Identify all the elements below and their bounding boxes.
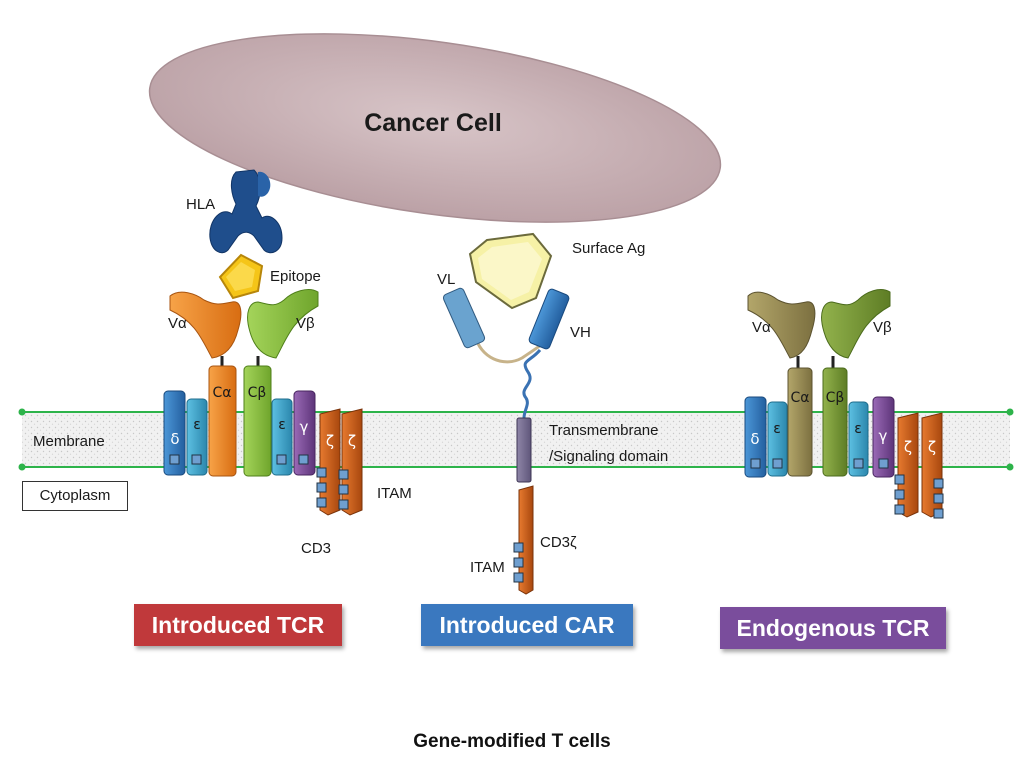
- membrane-label: Membrane: [33, 433, 105, 450]
- vl-label: VL: [437, 271, 455, 288]
- endo-itam-squares-zeta: [894, 474, 944, 519]
- surface-ag-label: Surface Ag: [572, 240, 645, 257]
- cytoplasm-label: Cytoplasm: [22, 481, 128, 511]
- zeta-chain-2: [341, 408, 363, 516]
- vl-domain: [442, 287, 486, 349]
- endo-gamma-label: γ: [879, 427, 888, 445]
- zeta-1-label: ζ: [326, 432, 334, 450]
- itam-squares-zeta: [316, 467, 349, 510]
- endo-v-alpha-domain: [747, 291, 816, 359]
- c-alpha-label: Cα: [212, 385, 231, 401]
- endogenous-tcr-complex: Vα Vβ Cα Cβ δ ε ε γ ζ ζ: [744, 289, 944, 519]
- c-beta-label: Cβ: [248, 385, 267, 401]
- endo-zeta-1-label: ζ: [904, 438, 912, 456]
- endo-zeta-2-label: ζ: [928, 438, 936, 456]
- introduced-car-complex: Surface Ag VL VH Transmembrane /Signalin…: [437, 232, 668, 595]
- cd3-gamma: [293, 390, 316, 476]
- vh-label: VH: [570, 324, 591, 341]
- endo-c-alpha-label: Cα: [790, 390, 809, 406]
- v-beta-domain: [247, 289, 319, 359]
- surface-antigen-highlight: [478, 242, 542, 300]
- endo-itam-squares-cd3: [750, 458, 889, 469]
- cd3-epsilon-left-label: ε: [193, 417, 201, 433]
- itam-squares-car: [513, 542, 524, 583]
- cancer-cell-label: Cancer Cell: [364, 109, 502, 137]
- endo-cd3-delta: [744, 396, 767, 478]
- v-alpha-domain: [169, 291, 242, 359]
- cd3-label: CD3: [301, 540, 331, 557]
- cd3-delta: [163, 390, 186, 476]
- hla-label: HLA: [186, 196, 215, 213]
- car-cd3z-label: CD3ζ: [540, 534, 577, 551]
- vh-domain: [528, 288, 570, 350]
- cd3-delta-label: δ: [170, 430, 179, 448]
- car-tm-label-1: Transmembrane: [549, 422, 658, 439]
- cd3-gamma-label: γ: [300, 418, 309, 436]
- car-tm-label-2: /Signaling domain: [549, 448, 668, 465]
- endo-epsilon-left-label: ε: [773, 421, 781, 437]
- itam-label-tcr: ITAM: [377, 485, 412, 502]
- endogenous-tcr-banner: Endogenous TCR: [720, 607, 946, 649]
- zeta-2-label: ζ: [348, 432, 356, 450]
- car-transmembrane: [516, 417, 532, 483]
- endo-epsilon-right-label: ε: [854, 421, 862, 437]
- endo-cd3-epsilon-left: [767, 401, 788, 477]
- epitope-label: Epitope: [270, 268, 321, 285]
- itam-label-car: ITAM: [470, 559, 505, 576]
- endo-v-beta-label: Vβ: [873, 319, 892, 336]
- car-hinge: [522, 349, 542, 419]
- endo-cd3-epsilon-right: [848, 401, 869, 477]
- endo-cd3-gamma: [872, 396, 895, 478]
- endo-zeta-chain-1: [897, 412, 919, 518]
- c-alpha-chain: [208, 365, 237, 477]
- endo-c-alpha-chain: [787, 367, 813, 477]
- v-beta-label: Vβ: [296, 315, 315, 332]
- cancer-cell: Cancer Cell: [148, 33, 722, 223]
- c-beta-chain: [243, 365, 272, 477]
- endo-c-beta-label: Cβ: [826, 390, 845, 406]
- v-alpha-label: Vα: [168, 315, 187, 332]
- itam-squares-cd3: [169, 454, 309, 465]
- endo-c-beta-chain: [822, 367, 848, 477]
- figure-title: Gene-modified T cells: [413, 731, 611, 752]
- introduced-tcr-banner: Introduced TCR: [134, 604, 342, 646]
- introduced-car-banner: Introduced CAR: [421, 604, 633, 646]
- epitope-highlight: [226, 262, 255, 291]
- introduced-tcr-complex: HLA Epitope Vα Vβ Cα Cβ δ ε ε γ: [163, 169, 412, 557]
- hla-molecule: [209, 169, 283, 254]
- endo-v-beta-domain: [821, 289, 891, 359]
- cd3-epsilon-right-label: ε: [278, 417, 286, 433]
- endo-v-alpha-label: Vα: [752, 319, 771, 336]
- endo-delta-label: δ: [750, 430, 759, 448]
